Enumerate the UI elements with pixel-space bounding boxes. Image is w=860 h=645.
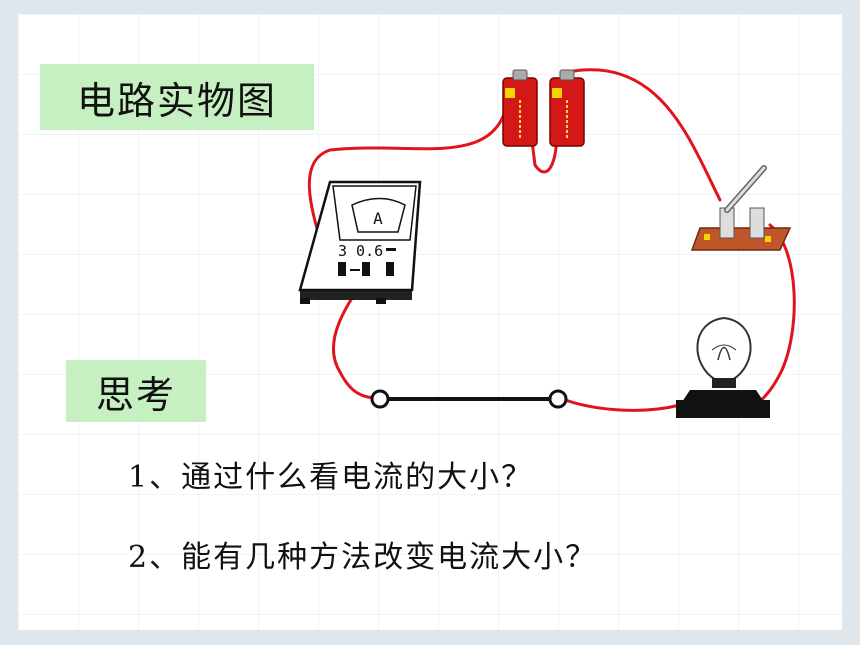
open-terminals <box>370 389 568 409</box>
ammeter-icon: A 3 0.6 <box>298 180 422 304</box>
battery-icon <box>549 69 585 147</box>
circuit-wires <box>307 68 796 412</box>
question-1: 1、通过什么看电流的大小？ <box>128 460 534 495</box>
switch-icon <box>690 165 792 251</box>
question-2: 2、能有几种方法改变电流大小？ <box>128 540 598 575</box>
think-label: 思考 <box>66 360 206 422</box>
slide-title: 电路实物图 <box>40 64 314 130</box>
wire-switch-to-bulb <box>756 223 796 406</box>
wire-gap-to-bulb <box>558 396 682 412</box>
light-bulb-icon <box>676 316 770 418</box>
battery-icon <box>502 69 538 147</box>
terminal-left <box>370 389 390 409</box>
ammeter-scale-text: 3 0.6 <box>338 242 383 260</box>
wire-battery-to-ammeter <box>307 83 512 270</box>
wire-battery-to-switch <box>566 68 722 202</box>
terminal-right <box>548 389 568 409</box>
ammeter-dial-label: A <box>373 209 383 228</box>
